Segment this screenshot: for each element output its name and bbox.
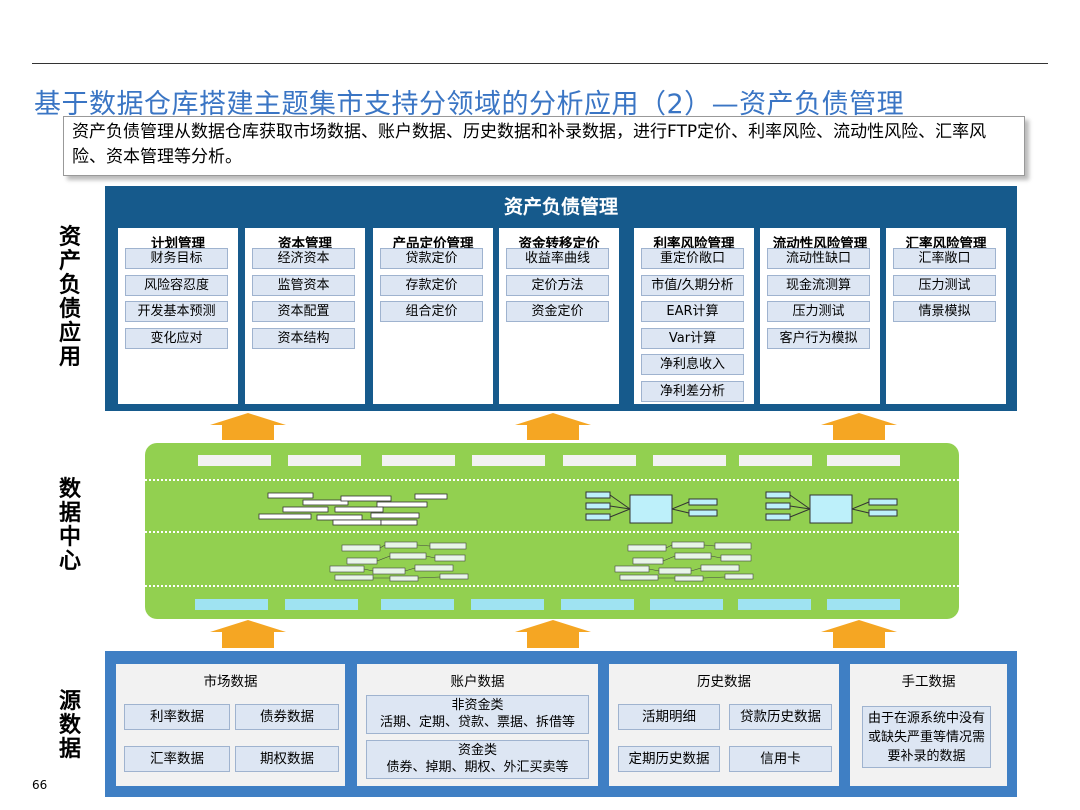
app-card-item: 监管资本: [252, 274, 355, 296]
app-card-item: 现金流测算: [767, 274, 870, 296]
layer-bar: [738, 599, 811, 610]
app-card-item: 汇率敞口: [893, 248, 996, 269]
source-card-title: 账户数据: [450, 674, 505, 690]
source-item: 利率数据: [124, 704, 230, 730]
app-card-item: 贷款定价: [380, 248, 483, 269]
app-card-item: 财务目标: [125, 248, 228, 269]
app-card: 产品定价管理贷款定价存款定价组合定价: [373, 228, 493, 404]
dotted-divider: [145, 531, 959, 533]
dotted-divider: [145, 479, 959, 481]
app-card-item: 压力测试: [767, 301, 870, 322]
source-item-desc: 债券、掉期、期权、外汇买卖等: [386, 760, 569, 775]
header-rule: [32, 63, 1048, 64]
app-card-item: 变化应对: [125, 327, 228, 349]
source-item: 债券数据: [235, 704, 339, 730]
dotted-divider: [145, 585, 959, 587]
data-model-graphics: [258, 491, 898, 582]
layer-bar: [472, 455, 545, 466]
layer-bar: [561, 599, 634, 610]
layer-bar: [739, 455, 812, 466]
layer-bar: [381, 599, 454, 610]
source-item: 活期明细: [618, 704, 720, 730]
app-card-item: 净利息收入: [641, 354, 744, 375]
app-card: 汇率风险管理汇率敞口压力测试情景模拟: [886, 228, 1006, 404]
app-card-item: 资本结构: [252, 327, 355, 349]
source-item-title: 资金类: [457, 743, 497, 758]
app-card-item: 净利差分析: [641, 380, 744, 402]
source-item: 信用卡: [729, 746, 832, 772]
side-label-datacenter: 数据中心: [58, 477, 81, 574]
page-title: 基于数据仓库搭建主题集市支持分领域的分析应用（2）—资产负债管理: [34, 89, 905, 120]
source-item-desc: 活期、定期、贷款、票据、拆借等: [379, 715, 575, 730]
app-card-item: 资本配置: [252, 301, 355, 322]
app-card-item: 组合定价: [380, 301, 483, 322]
app-card-item: 压力测试: [893, 274, 996, 296]
app-card-item: 收益率曲线: [506, 248, 609, 269]
app-card-item: 经济资本: [252, 248, 355, 269]
app-card-item: 资金定价: [506, 301, 609, 322]
app-card-item: 开发基本预测: [125, 301, 228, 322]
description-box: 资产负债管理从数据仓库获取市场数据、账户数据、历史数据和补录数据，进行FTP定价…: [63, 116, 1025, 176]
up-arrow-icon: [515, 620, 591, 648]
app-card-item: 情景模拟: [893, 301, 996, 322]
up-arrow-icon: [821, 620, 897, 648]
app-card-item: 定价方法: [506, 274, 609, 296]
layer-bar: [827, 455, 900, 466]
app-card: 计划管理财务目标风险容忍度开发基本预测变化应对: [118, 228, 238, 404]
source-item: 定期历史数据: [618, 746, 720, 772]
layer-bar: [650, 599, 723, 610]
app-card-item: Var计算: [641, 327, 744, 349]
source-card-title: 手工数据: [901, 674, 956, 690]
layer-bar: [563, 455, 636, 466]
app-card-item: 重定价敞口: [641, 248, 744, 269]
source-item: 汇率数据: [124, 746, 230, 772]
layer-bar: [288, 455, 361, 466]
app-card-item: 客户行为模拟: [767, 327, 870, 349]
source-card-account: 账户数据 非资金类 活期、定期、贷款、票据、拆借等 资金类 债券、掉期、期权、外…: [357, 664, 598, 786]
up-arrow-icon: [821, 413, 897, 440]
app-card-item: 市值/久期分析: [641, 274, 744, 296]
side-label-app: 资产负债应用: [58, 225, 81, 370]
app-card-item: EAR计算: [641, 301, 744, 322]
source-item-non-capital: 非资金类 活期、定期、贷款、票据、拆借等: [366, 695, 589, 734]
layer-bar: [195, 599, 268, 610]
layer-bar: [382, 455, 455, 466]
app-card-item: 风险容忍度: [125, 274, 228, 296]
source-item: 期权数据: [235, 746, 339, 772]
source-card-title: 市场数据: [203, 674, 258, 690]
app-panel-title: 资产负债管理: [503, 196, 618, 218]
app-card-item: 存款定价: [380, 274, 483, 296]
layer-bar: [285, 599, 358, 610]
side-label-source: 源数据: [58, 689, 81, 762]
layer-bar: [653, 455, 726, 466]
up-arrow-icon: [515, 413, 591, 440]
app-card-item: 流动性缺口: [767, 248, 870, 269]
up-arrow-icon: [210, 620, 286, 648]
layer-bar: [198, 455, 271, 466]
source-card-market: 市场数据 利率数据 债券数据 汇率数据 期权数据: [116, 664, 345, 786]
source-item: 贷款历史数据: [729, 704, 832, 730]
app-card: 资本管理经济资本监管资本资本配置资本结构: [245, 228, 365, 404]
layer-bar: [471, 599, 544, 610]
up-arrow-icon: [210, 413, 286, 440]
app-card: 资金转移定价收益率曲线定价方法资金定价: [499, 228, 619, 404]
layer-bar: [827, 599, 900, 610]
source-item-note: 由于在源系统中没有或缺失严重等情况需要补录的数据: [862, 706, 991, 768]
app-card: 流动性风险管理流动性缺口现金流测算压力测试客户行为模拟: [760, 228, 880, 404]
page-number: 66: [32, 778, 48, 792]
source-card-history: 历史数据 活期明细 贷款历史数据 定期历史数据 信用卡: [609, 664, 839, 786]
source-card-manual: 手工数据 由于在源系统中没有或缺失严重等情况需要补录的数据: [850, 664, 1007, 786]
source-card-title: 历史数据: [697, 674, 751, 690]
datacenter-panel: [145, 443, 959, 619]
source-item-capital: 资金类 债券、掉期、期权、外汇买卖等: [366, 740, 589, 779]
source-item-title: 非资金类: [451, 698, 504, 713]
